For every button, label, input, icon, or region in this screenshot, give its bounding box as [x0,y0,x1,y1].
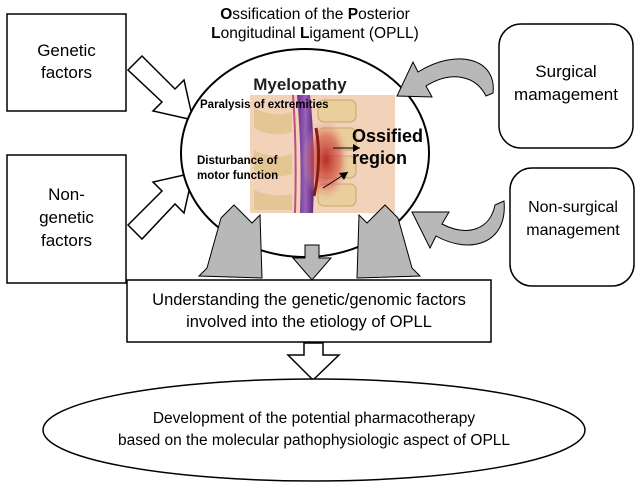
diagram-title: Ossification of the Posterior Longitudin… [170,5,460,43]
label-line: region [352,148,408,168]
title-line-1: Ossification of the Posterior [170,5,460,24]
title-text: ssification of the [232,6,348,23]
label-line: Development of the potential pharmacothe… [152,410,476,427]
gray-arrow-right [356,204,422,279]
label-line: Non- [48,185,85,204]
title-line-2: Longitudinal Ligament (OPLL) [170,24,460,43]
label-line: genetic [39,208,94,227]
understanding-to-development-arrow [286,342,341,382]
title-text: ongitudinal [220,25,300,42]
label-line: based on the molecular pathophysiologic … [117,432,511,449]
label-line: motor function [197,170,279,182]
title-initial-o: O [220,6,233,23]
surgical-cycle-arrow [396,58,494,98]
ossified-region-label: Ossified region [352,125,432,169]
non-genetic-to-myelopathy-arrow [126,172,194,241]
surgical-management-label: Surgical mamagement [500,60,632,106]
label-line: Surgical [535,62,597,81]
spine-illustration [250,94,395,214]
understanding-label: Understanding the genetic/genomic factor… [128,289,490,333]
disturbance-label: Disturbance of motor function [197,154,307,184]
title-initial-p: P [347,6,359,23]
understanding-box [126,279,492,343]
myelopathy-label: Myelopathy [253,75,347,94]
non-surgical-management-box [509,167,635,287]
label-line: involved into the etiology of OPLL [186,313,432,331]
genetic-factors-label: Genetic factors [8,40,125,84]
label-line: Non-surgical [528,199,618,216]
development-label: Development of the potential pharmacothe… [60,408,568,452]
label-line: Disturbance of [197,155,278,167]
label-line: factors [40,63,93,82]
title-initial-l: L [211,25,221,42]
title-text: osterior [358,6,410,23]
label-line: Understanding the genetic/genomic factor… [152,291,466,309]
label-line: Genetic [37,41,96,60]
development-ellipse [42,378,586,482]
paralysis-label: Paralysis of extremities [200,99,329,111]
title-text: igament (OPLL) [309,25,419,42]
title-initial-l: L [299,25,310,42]
non-surgical-cycle-arrow [411,200,505,250]
non-genetic-factors-label: Non- genetic factors [8,183,125,252]
label-line: mamagement [514,85,618,104]
surgical-management-box [498,23,634,149]
genetic-to-myelopathy-arrow [126,54,194,121]
label-line: management [526,222,620,239]
non-genetic-factors-box [6,154,127,284]
genetic-factors-box [6,13,127,112]
label-line: factors [40,231,93,250]
gray-arrow-left [197,204,263,279]
non-surgical-management-label: Non-surgical management [508,196,638,242]
label-line: Ossified [352,126,424,146]
gray-arrow-center [291,244,333,281]
